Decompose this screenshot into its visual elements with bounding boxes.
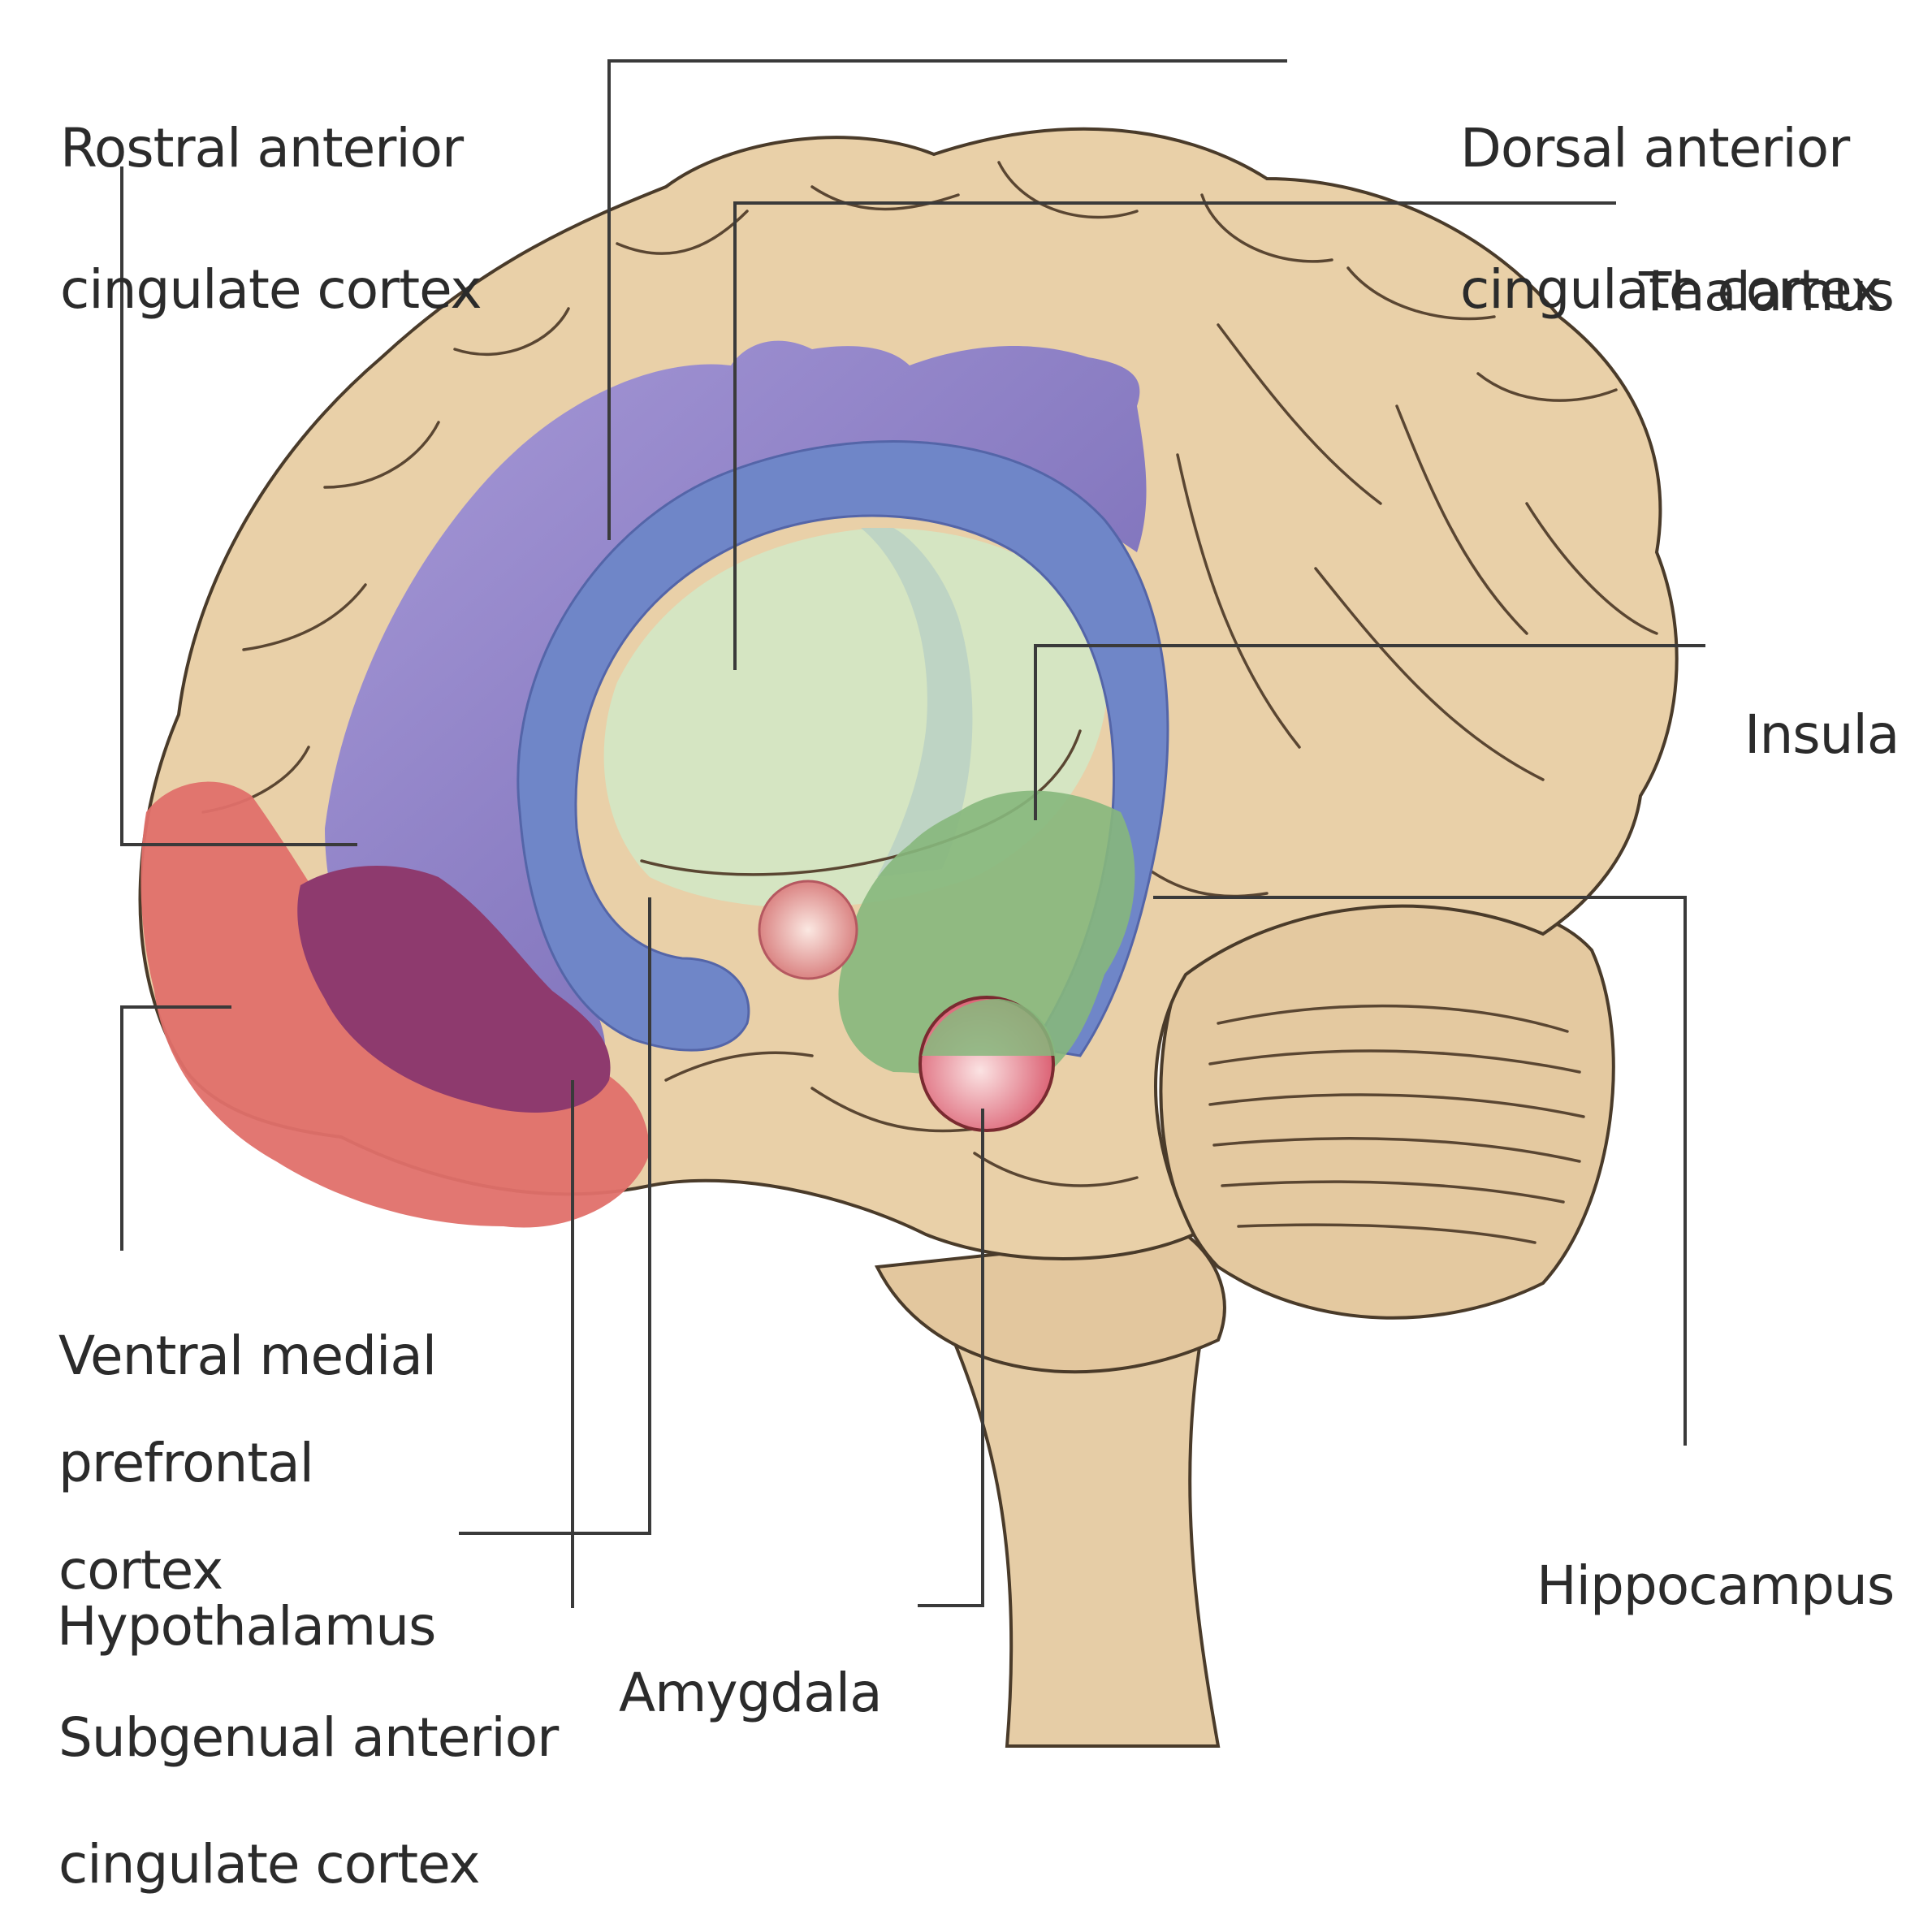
label-line: cortex [58, 1539, 223, 1602]
leader-dorsal-acc [607, 59, 1287, 540]
leader-lines [120, 59, 1705, 1608]
label-subgenual-acc: Subgenual anterior cingulate cortex [58, 1632, 559, 1928]
label-line: Insula [1744, 703, 1900, 766]
label-line: cingulate cortex [1460, 258, 1882, 321]
label-hypothalamus: Hypothalamus [57, 1509, 436, 1697]
label-line: Hypothalamus [57, 1595, 436, 1658]
insula [838, 790, 1135, 1083]
hippocampus-overlap [922, 999, 1056, 1056]
label-dorsal-acc: Dorsal anterior cingulate cortex [1460, 31, 1882, 361]
label-thalamus: Thalamus [1639, 175, 1895, 363]
leader-rostral-acc [120, 166, 357, 846]
label-line: Thalamus [1639, 261, 1895, 323]
leader-amygdala [918, 1109, 984, 1607]
label-line: prefrontal [58, 1432, 314, 1494]
brain-illustration [120, 59, 1705, 1748]
label-line: Subgenual anterior [58, 1706, 559, 1769]
leader-hypothalamus [459, 897, 651, 1535]
fornix [861, 528, 973, 877]
leader-thalamus [733, 201, 1616, 670]
corpus-callosum-arc [516, 440, 1169, 1057]
subgenual-acc [297, 866, 611, 1113]
gyri-folds [201, 161, 1658, 1187]
label-rostral-acc: Rostral anterior cingulate cortex [60, 31, 482, 361]
cingulate-cortex [325, 340, 1147, 1079]
leader-insula [1034, 644, 1705, 820]
brainstem [948, 1330, 1221, 1748]
leader-hippocampus [1153, 896, 1687, 1446]
hypothalamus [758, 880, 858, 980]
label-line: cingulate cortex [60, 258, 482, 321]
label-line: Ventral medial [58, 1325, 437, 1387]
label-amygdala: Amygdala [619, 1576, 883, 1764]
label-line: Hippocampus [1537, 1554, 1895, 1617]
leader-vmpfc [120, 1005, 231, 1251]
pons [874, 1232, 1226, 1374]
label-line: Amygdala [619, 1662, 883, 1724]
label-insula: Insula [1744, 617, 1900, 806]
label-hippocampus: Hippocampus [1537, 1468, 1895, 1657]
label-vmpfc: Ventral medial prefrontal cortex [58, 1267, 437, 1624]
label-line: Rostral anterior [60, 117, 464, 179]
label-line: Dorsal anterior [1460, 117, 1850, 179]
brain-diagram: Rostral anterior cingulate cortex Dorsal… [57, 31, 1900, 1891]
cerebellum-folia [1208, 1004, 1585, 1244]
label-line: cingulate cortex [58, 1833, 481, 1896]
